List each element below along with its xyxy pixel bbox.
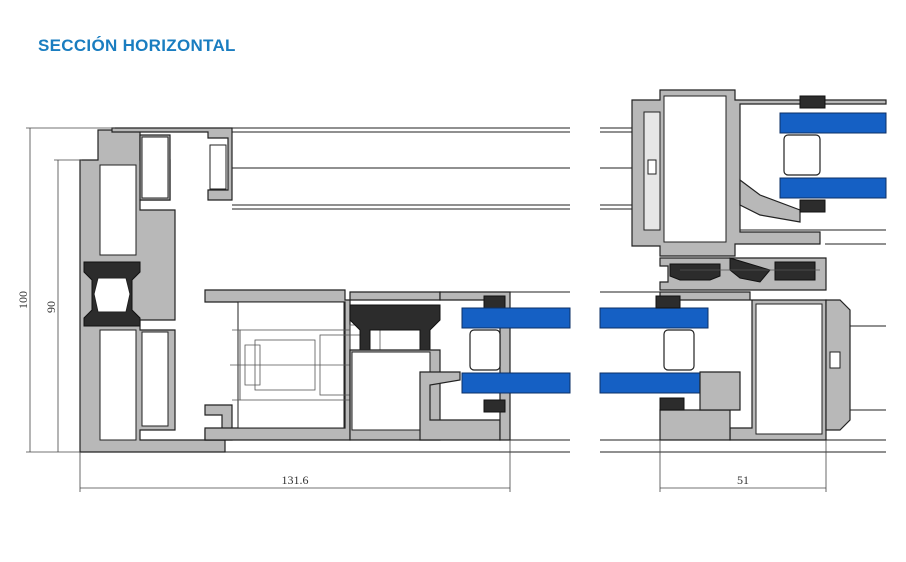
frame-sightlines — [225, 127, 886, 453]
left-glazing — [461, 307, 709, 394]
page-title: SECCIÓN HORIZONTAL — [38, 36, 236, 55]
dimension-total-height: 100 — [16, 291, 30, 309]
dimension-lines — [26, 127, 827, 492]
sash-profile — [204, 289, 511, 441]
upper-interlock-profile — [631, 89, 887, 257]
outer-frame-profile — [79, 127, 233, 453]
lower-sash-profile — [655, 291, 886, 441]
dimension-inner-height: 90 — [44, 301, 58, 313]
dimension-left-width: 131.6 — [282, 473, 309, 487]
upper-right-glazing — [779, 112, 887, 199]
dimension-right-width: 51 — [737, 473, 749, 487]
interlock-thermal-break — [659, 257, 827, 291]
